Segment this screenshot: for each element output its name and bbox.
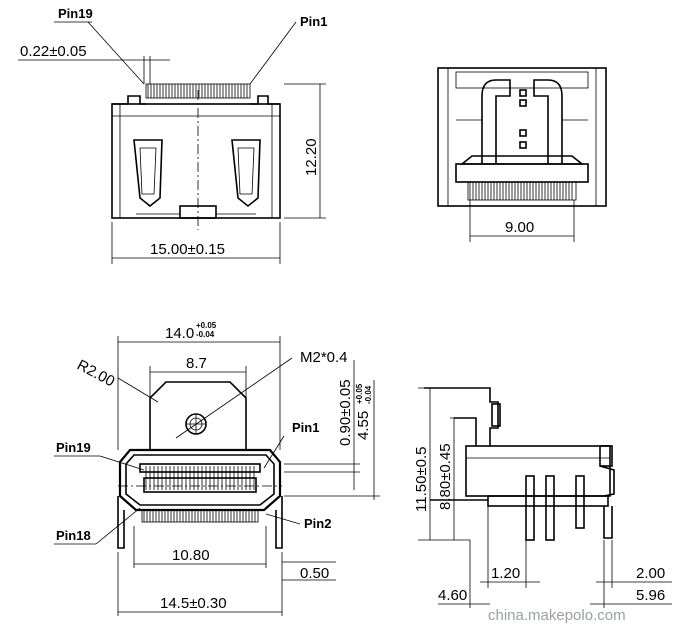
tongue-base	[455, 163, 589, 183]
side-peg-2	[545, 475, 555, 541]
dim-140-tol-plus: +0.05	[196, 321, 217, 330]
mounting-tab	[149, 381, 247, 450]
pin2-label: Pin2	[304, 516, 331, 531]
top-right-view: 9.00	[437, 67, 607, 242]
side-leg	[603, 506, 613, 539]
side-right-block	[599, 445, 613, 467]
side-body	[465, 445, 611, 497]
dim-880: 8.80±0.45	[437, 443, 454, 510]
dim-460: 4.60	[438, 587, 467, 604]
shell-outline	[437, 67, 607, 207]
side-base	[487, 495, 609, 507]
left-latch	[481, 79, 511, 164]
small-square-2	[519, 99, 527, 107]
pin19-label-b: Pin19	[56, 440, 91, 455]
pin1-leader-b	[263, 435, 285, 469]
solder-pins	[141, 509, 259, 523]
pin19-leader	[87, 21, 145, 85]
right-shoulder	[250, 95, 280, 105]
housing-inner	[125, 454, 275, 506]
small-square-4	[519, 141, 527, 149]
height-dim: 12.20	[303, 138, 320, 176]
right-spring-inner	[237, 147, 255, 195]
right-leg	[275, 496, 283, 549]
pin2-leader	[265, 513, 301, 525]
bottom-pins	[467, 181, 577, 201]
left-shoulder	[112, 95, 146, 105]
pin19-label: Pin19	[58, 6, 93, 21]
tongue-row	[143, 477, 257, 493]
side-inner-step	[454, 417, 477, 446]
bottom-right-view: 11.50±0.5 8.80±0.45 1.20 2.00 4.60 5.96	[413, 387, 672, 608]
tongue	[459, 155, 585, 165]
side-right-profile	[599, 465, 615, 497]
pin1-label-b: Pin1	[292, 420, 319, 435]
screw-dim: M2*0.4	[300, 349, 348, 366]
width-dim: 15.00±0.15	[150, 241, 225, 258]
dim-090: 0.90±0.05	[337, 379, 354, 446]
dim-145: 14.5±0.30	[160, 595, 227, 612]
pin19-leader-b	[99, 455, 145, 471]
watermark: china.makepolo.com	[488, 607, 626, 624]
left-leg	[117, 496, 125, 549]
dim-596: 5.96	[636, 587, 665, 604]
dim-200: 2.00	[636, 565, 665, 582]
top-contact-row	[139, 463, 261, 473]
dim-87: 8.7	[186, 355, 207, 372]
dim-1080: 10.80	[172, 547, 210, 564]
left-spring-tab	[133, 139, 163, 208]
pin-comb-teeth	[147, 84, 248, 98]
bottom-pin-teeth	[469, 182, 573, 200]
pin18-label: Pin18	[56, 528, 91, 543]
radius-leader	[117, 377, 159, 403]
top-band	[455, 71, 589, 89]
right-latch	[533, 79, 563, 164]
solder-pin-teeth	[143, 510, 256, 522]
pin1-leader	[249, 21, 297, 85]
dim-120: 1.20	[491, 565, 520, 582]
dim-140: 14.0	[165, 325, 194, 342]
top-left-view: Pin19 Pin1 0.22±0.05 12.20 15.00±0.15	[18, 6, 327, 264]
dim-455-tol-minus: -0.04	[364, 385, 373, 404]
housing-outer	[118, 448, 282, 512]
small-square-3	[519, 129, 527, 137]
bottom-left-view: 14.0 +0.05 -0.04 8.7 M2*0.4 R2.00 Pin1	[54, 321, 380, 616]
screw-leader	[175, 357, 293, 439]
dim-140-tol-minus: -0.04	[196, 330, 215, 339]
side-top-tab	[424, 387, 499, 446]
pin1-label: Pin1	[300, 14, 327, 29]
dim-455-tol-plus: +0.05	[355, 383, 364, 404]
side-small-tab	[491, 403, 501, 427]
dim-455: 4.55	[355, 411, 372, 440]
small-square-1	[519, 89, 527, 97]
radius-dim: R2.00	[74, 357, 117, 391]
right-spring-tab	[231, 139, 261, 208]
side-peg-1	[525, 475, 535, 541]
pitch-dim: 0.22±0.05	[20, 43, 87, 60]
left-spring-inner	[139, 147, 157, 195]
dim-900: 9.00	[505, 219, 534, 236]
dim-1150: 11.50±0.5	[413, 446, 430, 512]
dim-050: 0.50	[300, 565, 329, 582]
side-peg-3	[575, 475, 585, 529]
pin18-leader	[95, 507, 141, 545]
